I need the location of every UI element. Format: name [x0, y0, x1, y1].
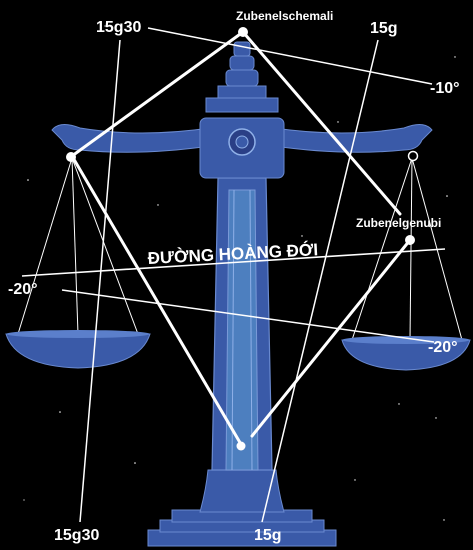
star-right-arm: [409, 152, 418, 161]
star-bottom: [237, 442, 246, 451]
ra-line-15g30: [80, 40, 120, 522]
label-zubenelschemali: Zubenelschemali: [236, 9, 333, 23]
scale-base: [148, 470, 336, 546]
label-ra-bottom-left: 15g30: [54, 527, 99, 544]
star-left-arm: [66, 152, 76, 162]
left-pan: [6, 158, 150, 368]
label-ra-top-right: 15g: [370, 20, 398, 37]
scale-beam: [52, 42, 432, 178]
label-dec-minus20-left: -20°: [8, 281, 38, 298]
scale-column: [212, 178, 272, 470]
label-zubenelgenubi: Zubenelgenubi: [356, 216, 441, 230]
label-ra-bottom-right: 15g: [254, 527, 282, 544]
label-dec-minus10: -10°: [430, 80, 460, 97]
star-zubenelschemali: [238, 27, 248, 37]
label-ra-top-left: 15g30: [96, 19, 141, 36]
star-zubenelgenubi: [405, 235, 415, 245]
label-dec-minus20-right: -20°: [428, 339, 458, 356]
ra-line-15g: [262, 40, 378, 522]
